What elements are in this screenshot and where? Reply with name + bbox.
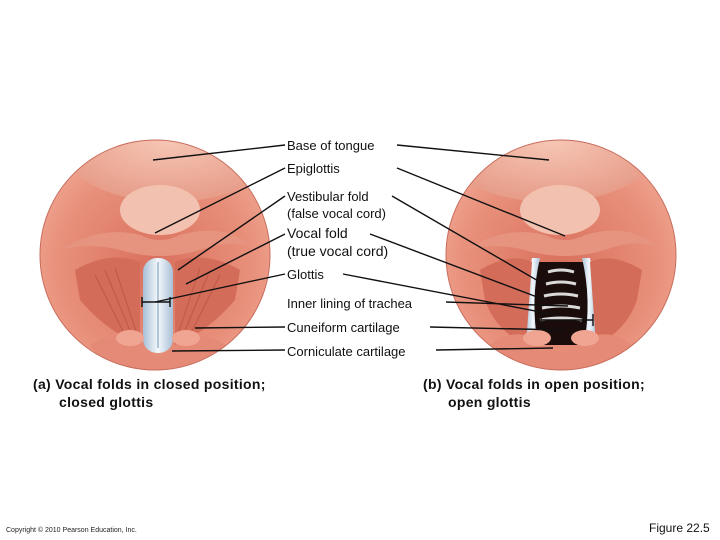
label-glottis: Glottis [286, 266, 325, 283]
label-corniculate-cartilage: Corniculate cartilage [286, 343, 407, 360]
label-cuneiform-cartilage: Cuneiform cartilage [286, 319, 401, 336]
label-inner-lining-trachea: Inner lining of trachea [286, 295, 413, 312]
figure-number: Figure 22.5 [649, 521, 710, 535]
caption-a: (a) Vocal folds in closed position; clos… [33, 375, 266, 411]
caption-a-line2: closed glottis [33, 393, 266, 411]
label-vestibular-fold-sub: (false vocal cord) [286, 205, 387, 222]
caption-b: (b) Vocal folds in open position; open g… [423, 375, 645, 411]
label-vocal-fold-sub: (true vocal cord) [286, 243, 389, 260]
label-vocal-fold: Vocal fold [286, 225, 349, 242]
caption-a-line1: (a) Vocal folds in closed position; [33, 376, 266, 392]
caption-b-line2: open glottis [423, 393, 645, 411]
label-epiglottis: Epiglottis [286, 160, 341, 177]
label-base-of-tongue: Base of tongue [286, 137, 375, 154]
copyright-notice: Copyright © 2010 Pearson Education, Inc. [6, 527, 137, 534]
closed-glottis-illustration [40, 98, 275, 370]
label-vestibular-fold: Vestibular fold [286, 188, 370, 205]
caption-b-line1: (b) Vocal folds in open position; [423, 376, 645, 392]
